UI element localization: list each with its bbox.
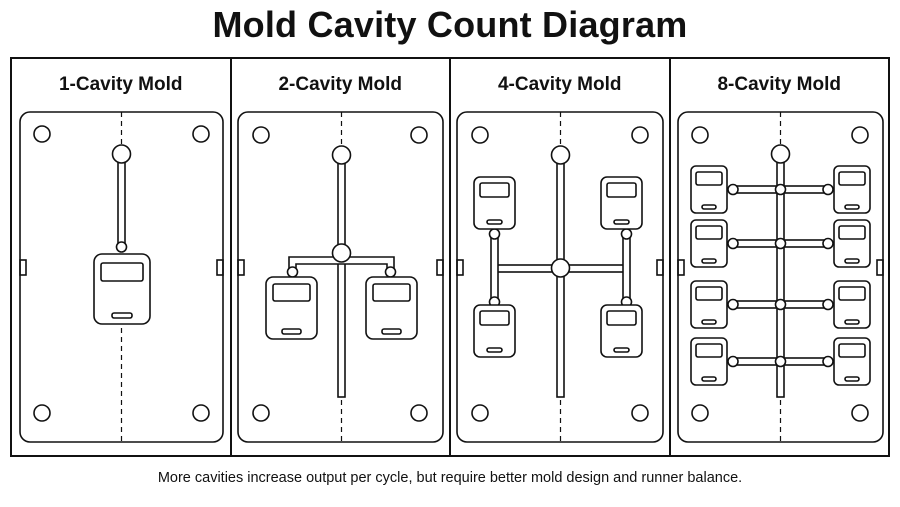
runner-branch	[622, 233, 631, 302]
cavity-window	[694, 286, 723, 301]
panel-1-cavity: 1-Cavity Mold	[12, 59, 232, 455]
mold-diagram-8-cavity	[676, 111, 884, 443]
panel-4-cavity: 4-Cavity Mold	[451, 59, 671, 455]
guide-pin	[409, 126, 428, 144]
mold-diagram-2-cavity	[236, 111, 444, 443]
guide-pin	[192, 404, 210, 422]
runner-gate	[384, 266, 396, 278]
runner-gate	[726, 237, 739, 250]
mold-plate	[236, 111, 444, 443]
guide-pin	[409, 404, 428, 422]
cavity-slot	[380, 328, 402, 335]
guide-pin	[251, 404, 270, 422]
cavity-slot	[486, 347, 503, 353]
guide-pin	[850, 126, 869, 144]
cavity-slot	[843, 319, 860, 325]
side-clamp	[656, 259, 664, 276]
runner-junction	[550, 258, 571, 278]
runner-gate	[488, 228, 501, 240]
cavity-slot	[700, 376, 717, 382]
runner-junction	[331, 243, 351, 263]
cavity-slot	[111, 312, 133, 319]
sprue	[556, 161, 565, 398]
side-clamp	[19, 259, 27, 276]
guide-pin	[471, 404, 489, 422]
runner-gate	[821, 298, 834, 311]
mold-diagram-4-cavity	[456, 111, 664, 443]
caption: More cavities increase output per cycle,…	[157, 470, 743, 486]
cavity-window	[479, 182, 510, 198]
runner-gate	[821, 237, 834, 250]
cavity-window	[606, 182, 637, 198]
cavity-window	[271, 283, 311, 302]
cavity-window	[837, 343, 866, 358]
guide-pin	[33, 125, 51, 143]
guide-pin	[631, 404, 649, 422]
cavity-window	[694, 225, 723, 240]
cavity-window	[837, 225, 866, 240]
runner-gate	[821, 355, 834, 368]
panel-title: 2-Cavity Mold	[278, 74, 403, 95]
guide-pin	[631, 126, 649, 144]
guide-pin	[192, 125, 210, 143]
sprue-bushing	[331, 145, 351, 165]
side-clamp	[236, 259, 245, 276]
panel-2-cavity: 2-Cavity Mold	[232, 59, 451, 455]
runner-branch	[490, 233, 499, 302]
cavity-slot	[700, 204, 717, 210]
sprue	[336, 161, 346, 398]
guide-pin	[471, 126, 489, 144]
panel-title: 1-Cavity Mold	[58, 74, 183, 95]
panel-title: 8-Cavity Mold	[717, 74, 842, 95]
side-clamp	[216, 259, 224, 276]
mold-diagram-1-cavity	[19, 111, 224, 443]
runner-junction	[774, 183, 786, 196]
runner-gate	[726, 298, 739, 311]
cavity-slot	[843, 204, 860, 210]
panel-8-cavity: 8-Cavity Mold	[671, 59, 889, 455]
cavity-window	[837, 286, 866, 301]
guide-pin	[850, 404, 869, 422]
runner-gate	[620, 228, 633, 240]
sprue	[117, 161, 126, 247]
cavity-window	[606, 310, 637, 326]
cavity-window	[100, 262, 144, 282]
cavity-slot	[613, 219, 630, 225]
side-clamp	[875, 259, 884, 276]
runner-junction	[774, 355, 786, 368]
cavity-window	[371, 283, 411, 302]
runner-junction	[774, 237, 786, 250]
runner-gate	[726, 183, 739, 196]
cavity-slot	[613, 347, 630, 353]
side-clamp	[676, 259, 685, 276]
cavity-slot	[280, 328, 302, 335]
cavity-slot	[486, 219, 503, 225]
guide-pin	[690, 404, 709, 422]
runner-junction	[774, 298, 786, 311]
sprue-bushing	[111, 144, 132, 164]
cavity-window	[694, 171, 723, 186]
runner-gate	[821, 183, 834, 196]
sprue-bushing	[770, 144, 790, 164]
cavity-window	[479, 310, 510, 326]
diagram-title: Mold Cavity Count Diagram	[212, 4, 688, 45]
side-clamp	[456, 259, 464, 276]
runner-gate	[726, 355, 739, 368]
panel-title: 4-Cavity Mold	[497, 74, 622, 95]
panels-container: 1-Cavity Mold 2-Cavity Mo	[10, 57, 890, 457]
cavity-slot	[700, 319, 717, 325]
cavity-slot	[843, 258, 860, 264]
cavity-slot	[700, 258, 717, 264]
sprue-bushing	[550, 145, 571, 165]
runner-gate	[286, 266, 298, 278]
runner-gate	[115, 241, 128, 253]
side-clamp	[435, 259, 444, 276]
guide-pin	[33, 404, 51, 422]
cavity-slot	[843, 376, 860, 382]
cavity-window	[837, 171, 866, 186]
cavity-window	[694, 343, 723, 358]
guide-pin	[690, 126, 709, 144]
guide-pin	[251, 126, 270, 144]
